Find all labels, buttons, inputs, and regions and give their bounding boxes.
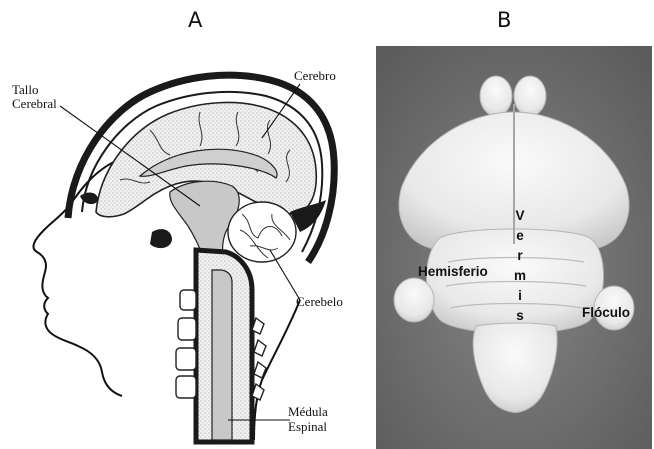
label-medula-2: Espinal [288,419,327,434]
sphenoid-sinus [150,229,172,248]
label-hemisferio: Hemisferio [418,264,488,279]
label-cerebelo: Cerebelo [296,294,343,309]
spinal-cord [212,270,232,440]
cerebellum [228,202,296,262]
label-tallo-2: Cerebral [12,96,57,111]
vermis-letter: i [518,288,522,303]
label-tallo-1: Tallo [12,82,39,97]
vermis-letter: s [516,308,524,323]
vermis-letter: r [517,248,523,263]
brain-photograph: Hemisferio V e r m i s Flóculo [376,46,652,449]
vermis-letter: m [514,268,526,283]
vermis-letter: V [515,208,524,223]
label-medula-1: Médula [288,404,328,419]
head-sagittal-diagram: Tallo Cerebral Cerebro Cerebelo Médula E… [12,68,343,442]
label-cerebro: Cerebro [294,68,336,83]
label-floculo: Flóculo [582,305,630,320]
vermis-letter: e [516,228,524,243]
